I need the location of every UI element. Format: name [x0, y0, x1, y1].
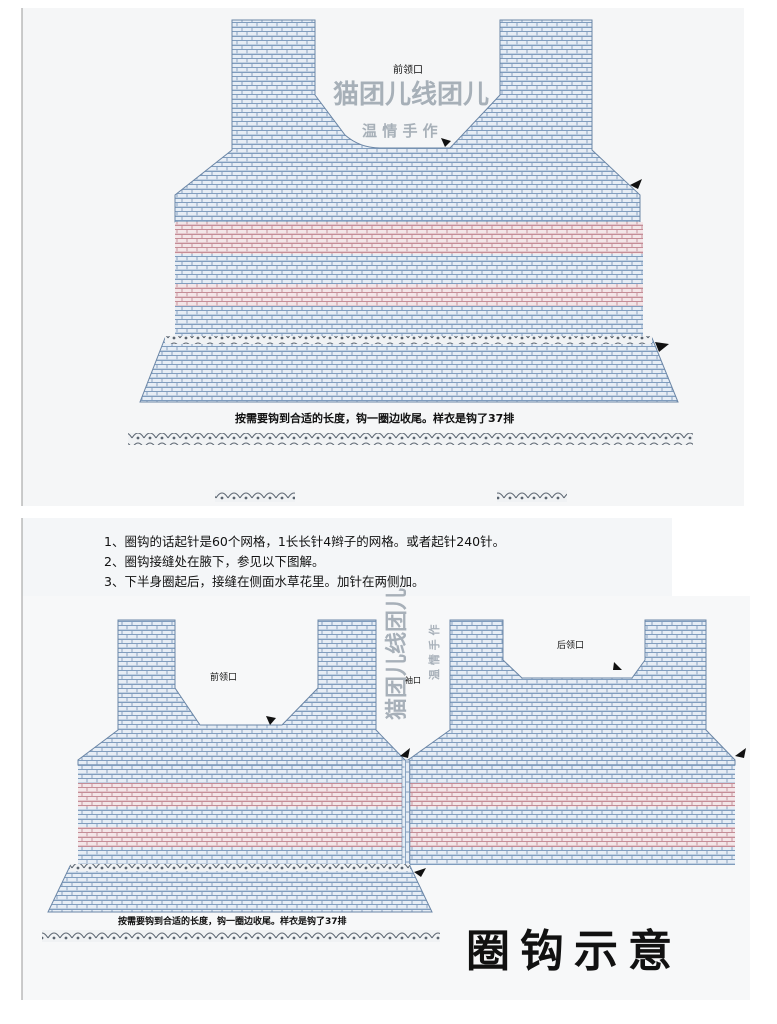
bottom-skirt: [47, 865, 433, 913]
top-edging-sample-2: [497, 490, 567, 502]
top-panel: 前领口 猫团儿线团儿 温 情 手 作 按需要钩到合适的长度，钩一圈边收尾。样衣是…: [21, 8, 744, 506]
diagram-title: 圈钩示意: [466, 926, 682, 977]
top-stripe-blue-2: [175, 306, 643, 336]
top-stripe-pink-1: [175, 222, 643, 254]
bottom-panel: 前领口 后领口 袖口 猫团儿线团儿 温 情 手 作 按需要钩到合适的长度，钩一圈…: [21, 518, 750, 1000]
top-edging-strip: [128, 433, 693, 445]
top-edging-sample-1: [215, 490, 295, 502]
bottom-marker-back-neck: [613, 662, 622, 670]
instructions-block: 1、圈钩的话起针是60个网格，1长长针4辫子的网格。或者起针240针。 2、圈钩…: [22, 518, 672, 596]
bottom-marker-back-side: [735, 748, 746, 758]
top-waist-edge: [165, 336, 652, 344]
bottom-watermark-main: 猫团儿线团儿: [384, 588, 410, 720]
armhole-label: 袖口: [405, 675, 421, 685]
instruction-line-1: 1、圈钩的话起针是60个网格，1长长针4辫子的网格。或者起针240针。: [104, 534, 505, 549]
instruction-line-2: 2、圈钩接缝处在腋下，参见以下图解。: [104, 554, 324, 569]
bottom-front-bodice: [77, 619, 406, 766]
bottom-edging-strip: [42, 930, 440, 942]
top-marker-side: [630, 179, 642, 189]
bottom-marker-front-side: [400, 748, 410, 758]
bottom-caption: 按需要钩到合适的长度，钩一圈边收尾。样衣是钩了37排: [118, 915, 347, 927]
top-watermark-main: 猫团儿线团儿: [333, 80, 489, 110]
bottom-front-neck-label: 前领口: [210, 671, 237, 683]
top-marker-waist: [655, 342, 669, 352]
side-seam: [401, 759, 411, 869]
bottom-marker-waist: [414, 868, 426, 877]
top-neck-label: 前领口: [393, 63, 423, 76]
instruction-line-3: 3、下半身圈起后，接缝在侧面水草花里。加针在两侧加。: [104, 574, 424, 589]
top-stripe-blue-1: [175, 254, 643, 284]
bottom-back-neck-label: 后领口: [557, 639, 584, 651]
top-marker-neck: [441, 138, 451, 147]
bottom-watermark-sub: 温 情 手 作: [427, 625, 441, 681]
top-watermark-sub: 温 情 手 作: [362, 122, 438, 140]
instructions-background: [22, 518, 672, 596]
bottom-marker-front-neck: [266, 716, 276, 725]
bottom-waist-edge: [70, 864, 410, 871]
top-stripe-pink-2: [175, 284, 643, 306]
top-skirt: [139, 337, 679, 403]
top-caption: 按需要钩到合适的长度，钩一圈边收尾。样衣是钩了37排: [235, 411, 514, 425]
